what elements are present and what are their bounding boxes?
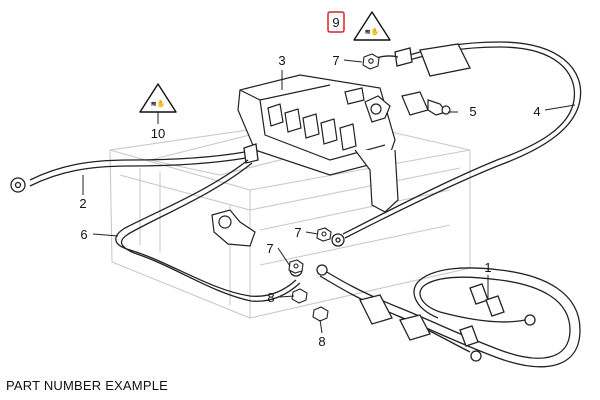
part-9-highlight-box: [327, 11, 345, 33]
fuse-box: [237, 74, 399, 213]
callout-6[interactable]: 6: [80, 227, 87, 242]
svg-text:≋✋: ≋✋: [365, 27, 380, 36]
warning-triangle-icon: ≋✋: [353, 11, 391, 41]
callout-7-lower[interactable]: 7: [266, 241, 273, 256]
cable-part-4: [331, 41, 582, 247]
nuts: [288, 53, 380, 274]
callout-8-left[interactable]: 8: [267, 290, 274, 305]
battery-terminal: [211, 209, 256, 247]
diagram-caption: PART NUMBER EXAMPLE: [6, 378, 169, 393]
callout-3[interactable]: 3: [278, 53, 285, 68]
warning-triangle-icon: ≋✋: [139, 83, 177, 113]
callout-8-bottom[interactable]: 8: [318, 334, 325, 349]
cable-part-2: [10, 143, 259, 193]
callout-1[interactable]: 1: [484, 260, 491, 275]
callout-2[interactable]: 2: [79, 196, 86, 211]
callout-10[interactable]: 10: [151, 126, 165, 141]
cable-bundle-part-1: [316, 264, 581, 368]
plug-part-5: [401, 91, 451, 116]
svg-text:≋✋: ≋✋: [151, 99, 166, 108]
callout-7-middle[interactable]: 7: [294, 225, 301, 240]
callout-9[interactable]: 9: [332, 15, 339, 30]
callout-7-top[interactable]: 7: [332, 53, 339, 68]
callout-5[interactable]: 5: [469, 104, 476, 119]
bolts: [291, 288, 329, 322]
leader-lines: [82, 59, 576, 334]
callout-4[interactable]: 4: [533, 104, 540, 119]
